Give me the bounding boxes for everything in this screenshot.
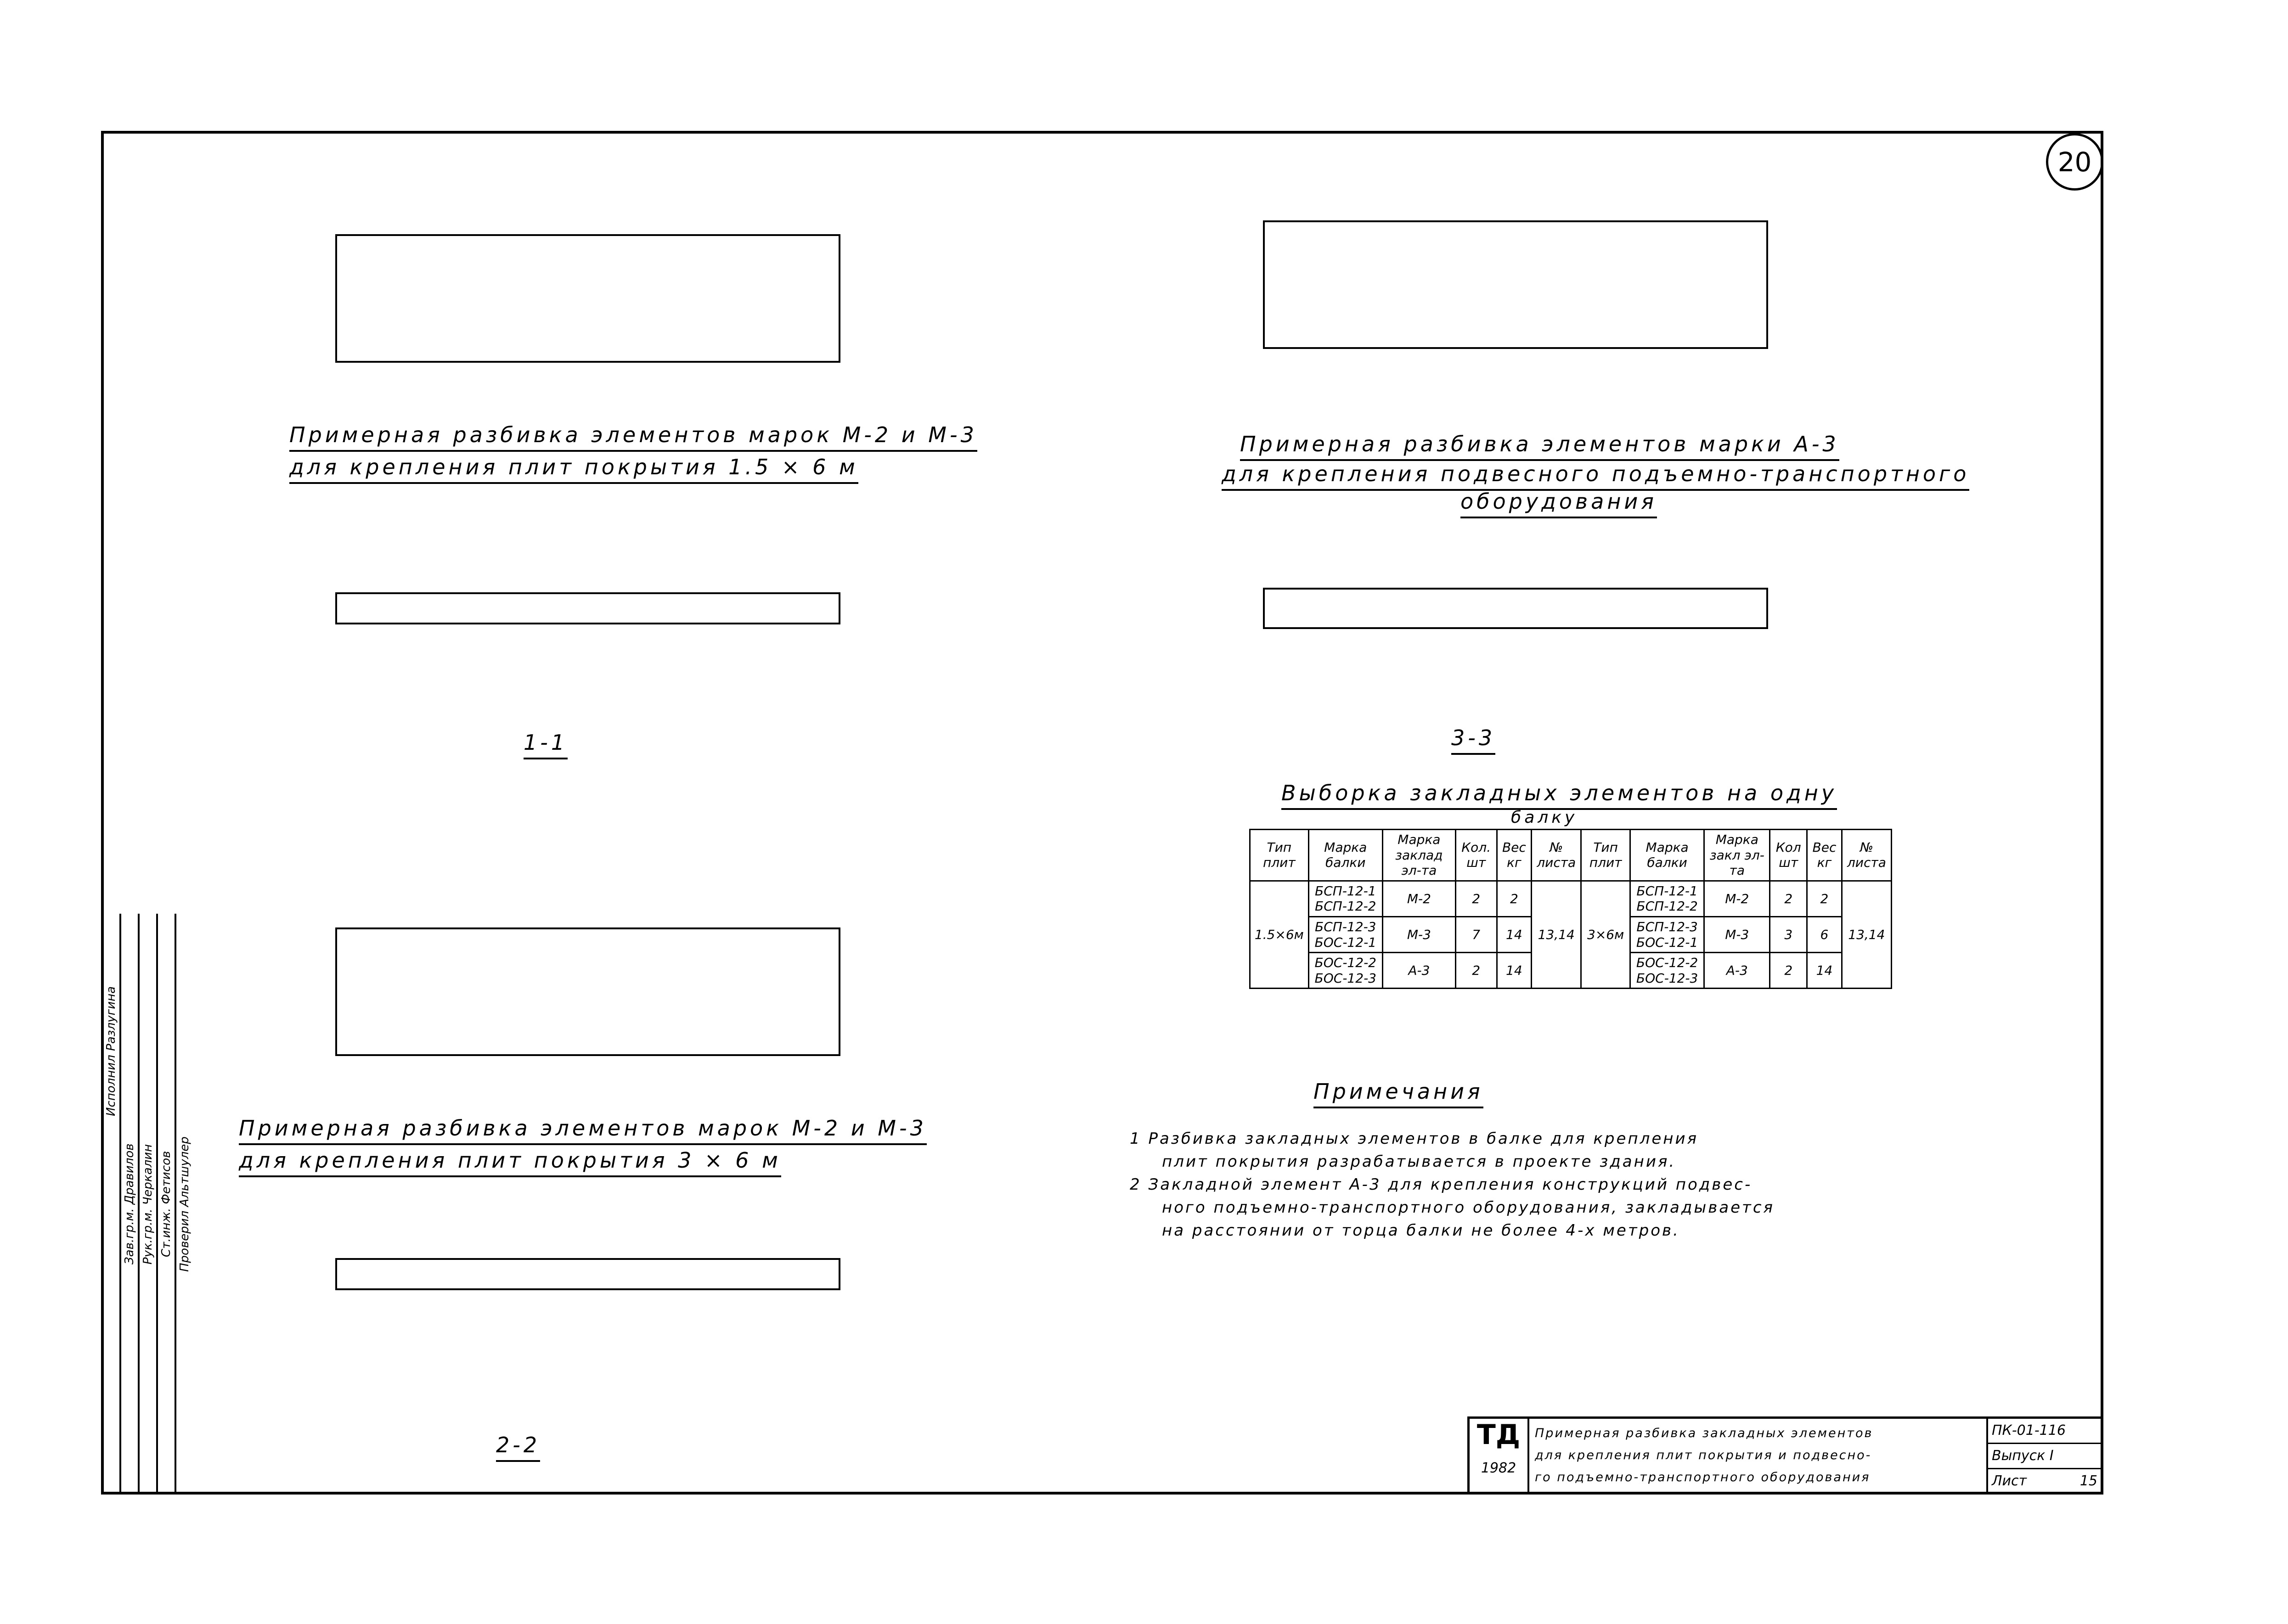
table-header-cell: № листа xyxy=(1531,829,1582,882)
sheet-title-line: для крепления плит покрытия и подвесно- xyxy=(1535,1448,1872,1462)
caption-2-line2: для крепления плит покрытия 3 × 6 м xyxy=(239,1148,781,1177)
table-header-cell: № листа xyxy=(1841,829,1893,882)
notes-heading: Примечания xyxy=(1313,1079,1483,1108)
sheet-title: Примерная разбивка закладных элементов д… xyxy=(1529,1419,1986,1492)
section-3-3-plan xyxy=(1263,588,1768,629)
table-cell: 2 xyxy=(1454,880,1498,917)
plate-type: 3×6м xyxy=(1580,880,1631,989)
note-line: ного подъемно-транспортного оборудования… xyxy=(1162,1198,1775,1217)
note-line: 2 Закладной элемент А-3 для крепления ко… xyxy=(1130,1175,1753,1194)
notes-body: 1 Разбивка закладных элементов в балке д… xyxy=(1130,1127,1775,1242)
table-cell: 7 xyxy=(1454,916,1498,954)
table-header-cell: Тип плит xyxy=(1249,829,1309,882)
page-number: 20 xyxy=(2046,133,2103,191)
table-header-cell: Кол шт xyxy=(1769,829,1808,882)
sheet-title-line: Примерная разбивка закладных элементов xyxy=(1535,1426,1873,1440)
sheet-ref: 13,14 xyxy=(1841,880,1893,989)
note-line: 1 Разбивка закладных элементов в балке д… xyxy=(1130,1129,1699,1148)
table-cell: 2 xyxy=(1769,880,1808,917)
section-label-3-3: 3-3 xyxy=(1451,725,1496,755)
stamp-row: Зав.гр.м. Дравилов xyxy=(119,914,138,1495)
table-header-cell: Кол. шт xyxy=(1454,829,1498,882)
note-line: на расстоянии от торца балки не более 4-… xyxy=(1162,1221,1680,1240)
caption-2-line1: Примерная разбивка элементов марок М-2 и… xyxy=(239,1116,927,1145)
doc-code: ПК-01-116 xyxy=(1988,1419,2101,1444)
table-header-cell: Марка заклад эл-та xyxy=(1381,829,1456,882)
section-2-2-plan xyxy=(335,1258,840,1290)
table-cell: 2 xyxy=(1806,880,1843,917)
table-cell: А-3 xyxy=(1381,952,1456,989)
stamp-row: Рук.гр.м. Черкалин xyxy=(138,914,156,1495)
caption-1-line2: для крепления плит покрытия 1.5 × 6 м xyxy=(289,455,858,484)
caption-3-line2: для крепления подвесного подъемно-трансп… xyxy=(1222,461,1970,491)
approval-stamp: Исполнил Разлугина Зав.гр.м. Дравилов Ру… xyxy=(101,914,193,1495)
table-cell: БСП-12-3 БОС-12-1 xyxy=(1307,916,1383,954)
institute-logo: ТД xyxy=(1476,1419,1521,1451)
table-header-cell: Вес кг xyxy=(1496,829,1533,882)
sheet-label: Лист xyxy=(1992,1473,2027,1489)
table-cell: 2 xyxy=(1454,952,1498,989)
table-cell: 6 xyxy=(1806,916,1843,954)
table-header-cell: Марка балки xyxy=(1629,829,1705,882)
table-header-cell: Вес кг xyxy=(1806,829,1843,882)
section-1-1-plan xyxy=(335,592,840,624)
caption-3-line1: Примерная разбивка элементов марки А-3 xyxy=(1240,432,1839,461)
plate-type: 1.5×6м xyxy=(1249,880,1309,989)
table-cell: БСП-12-1 БСП-12-2 xyxy=(1629,880,1705,917)
table-title: Выборка закладных элементов на одну xyxy=(1281,781,1837,810)
table-cell: М-3 xyxy=(1703,916,1771,954)
table-cell: 14 xyxy=(1496,916,1533,954)
sheet-number: 15 xyxy=(2079,1473,2097,1489)
beam-elevation-3 xyxy=(1263,220,1768,349)
sheet-ref: 13,14 xyxy=(1531,880,1582,989)
title-block: ТД 1982 Примерная разбивка закладных эле… xyxy=(1467,1416,2103,1495)
note-line: плит покрытия разрабатывается в проекте … xyxy=(1162,1152,1676,1171)
table-cell: 3 xyxy=(1769,916,1808,954)
table-cell: 2 xyxy=(1769,952,1808,989)
table-cell: М-3 xyxy=(1381,916,1456,954)
stamp-row: Ст.инж. Фетисов xyxy=(156,914,175,1495)
stamp-row: Исполнил Разлугина xyxy=(101,914,119,1189)
table-cell: БСП-12-1 БСП-12-2 xyxy=(1307,880,1383,917)
table-cell: 14 xyxy=(1806,952,1843,989)
section-label-2-2: 2-2 xyxy=(496,1433,541,1462)
table-cell: М-2 xyxy=(1381,880,1456,917)
stamp-row: Проверил Альтшулер xyxy=(175,914,193,1495)
section-label-1-1: 1-1 xyxy=(524,730,568,759)
table-title-2: балку xyxy=(1511,808,1578,827)
sheet-title-line: го подъемно-транспортного оборудования xyxy=(1535,1470,1871,1484)
table-header-cell: Марка балки xyxy=(1307,829,1383,882)
table-cell: БОС-12-2 БОС-12-3 xyxy=(1629,952,1705,989)
table-header-cell: Марка закл эл-та xyxy=(1703,829,1771,882)
caption-3-line3: оборудования xyxy=(1460,489,1657,518)
beam-elevation-1 xyxy=(335,234,840,363)
table-header-cell: Тип плит xyxy=(1580,829,1631,882)
table-cell: БОС-12-2 БОС-12-3 xyxy=(1307,952,1383,989)
caption-1-line1: Примерная разбивка элементов марок М-2 и… xyxy=(289,422,977,452)
table-cell: М-2 xyxy=(1703,880,1771,917)
table-cell: А-3 xyxy=(1703,952,1771,989)
table-cell: 14 xyxy=(1496,952,1533,989)
drawing-frame xyxy=(101,131,2103,1495)
beam-elevation-2 xyxy=(335,927,840,1056)
issue: Выпуск I xyxy=(1988,1444,2101,1469)
table-cell: БСП-12-3 БОС-12-1 xyxy=(1629,916,1705,954)
table-cell: 2 xyxy=(1496,880,1533,917)
year: 1982 xyxy=(1481,1460,1516,1476)
